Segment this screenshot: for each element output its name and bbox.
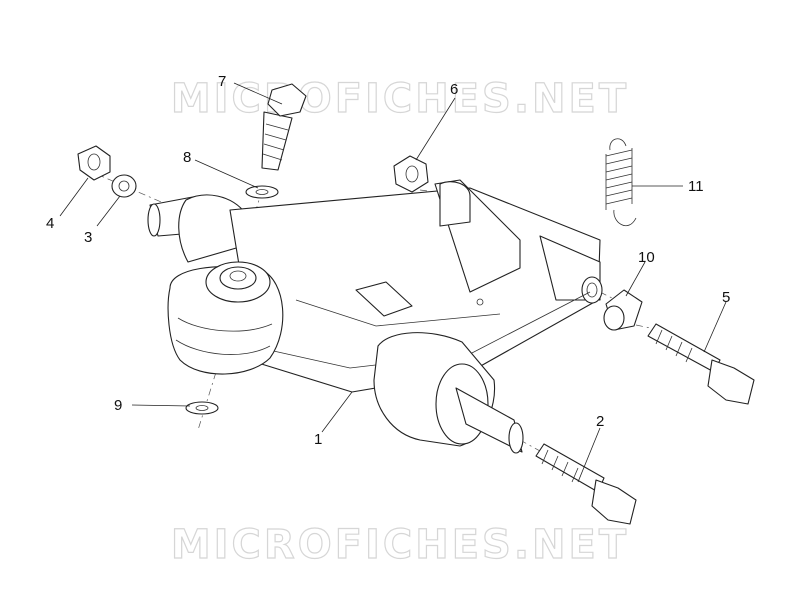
callout-1: 1 [314,431,322,448]
callout-10: 10 [638,249,655,266]
callout-2: 2 [596,413,604,430]
washer-8 [245,185,279,199]
spacer-10 [603,289,643,331]
leader-lines [59,82,727,483]
callout-4: 4 [46,215,54,232]
nut-6 [393,155,429,193]
callout-labels: 7 8 6 4 3 9 1 2 5 10 11 [46,73,730,448]
bolt-2 [535,443,637,525]
callout-7: 7 [218,73,226,90]
bolt-5 [647,323,755,405]
washer-3 [111,174,137,198]
nut-4 [77,145,111,181]
callout-8: 8 [183,149,191,166]
swing-arm-body [147,179,603,454]
callout-9: 9 [114,397,122,414]
bolt-top [261,83,307,171]
callout-11: 11 [688,178,704,195]
washer-9 [185,401,219,415]
callout-3: 3 [84,229,92,246]
callout-6: 6 [450,81,458,98]
callout-5: 5 [722,289,730,306]
spring-11 [605,138,637,227]
